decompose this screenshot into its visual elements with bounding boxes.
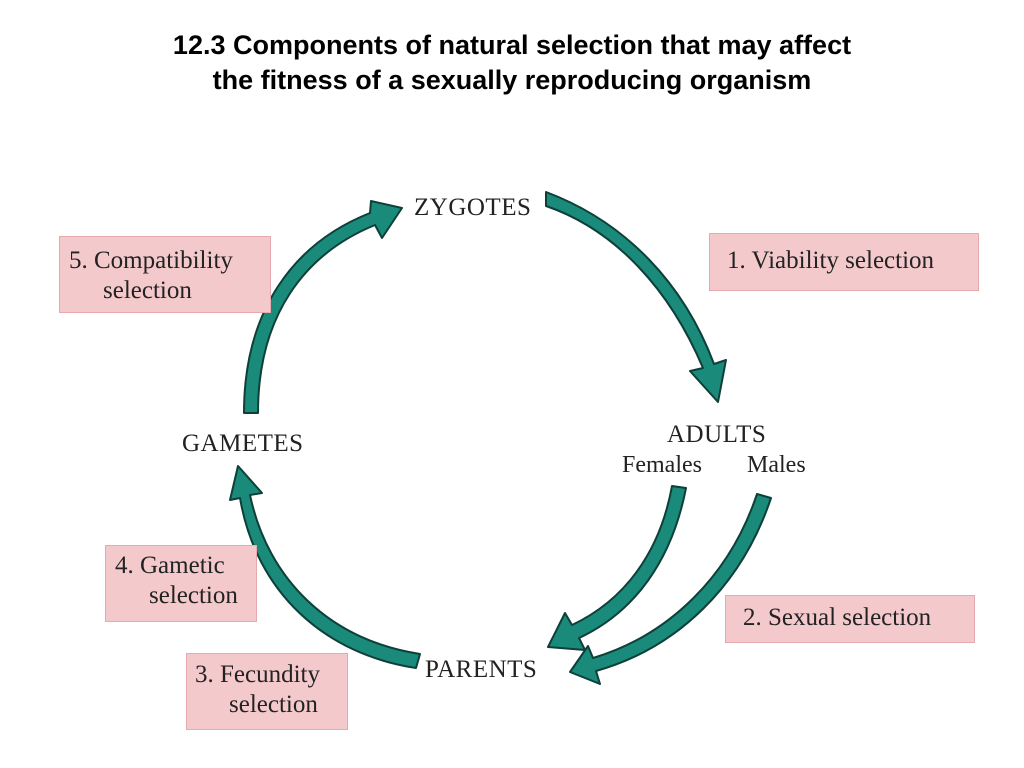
box-fecundity-selection: 3. Fecundity selection (186, 653, 348, 730)
node-adults-females: Females (622, 452, 702, 478)
gametic-selection-line1: 4. Gametic (115, 552, 225, 579)
arrow-males-to-parents (569, 493, 772, 685)
title-line-1: 12.3 Components of natural selection tha… (172, 30, 852, 60)
box-sexual-selection: 2. Sexual selection (725, 595, 975, 643)
node-zygotes: ZYGOTES (414, 194, 532, 221)
node-adults-males: Males (747, 452, 806, 478)
sexual-selection-label: 2. Sexual selection (743, 604, 932, 631)
node-gametes: GAMETES (182, 430, 304, 457)
compatibility-selection-line1: 5. Compatibility (69, 247, 233, 274)
arrow-gametes-to-zygotes (243, 200, 403, 414)
fecundity-selection-line1: 3. Fecundity (195, 661, 320, 688)
box-gametic-selection: 4. Gametic selection (105, 545, 257, 622)
fecundity-selection-line2: selection (229, 691, 318, 718)
compatibility-selection-line2: selection (103, 277, 192, 304)
box-compatibility-selection: 5. Compatibility selection (59, 236, 271, 313)
node-adults: ADULTS (667, 421, 767, 448)
viability-selection-label: 1. Viability selection (727, 247, 935, 274)
gametic-selection-line2: selection (149, 582, 238, 609)
arrow-zygotes-to-adults (545, 191, 727, 403)
box-viability-selection: 1. Viability selection (709, 233, 979, 291)
node-parents: PARENTS (425, 656, 538, 683)
page-title: 12.3 Components of natural selection tha… (0, 28, 1024, 98)
arrow-parents-to-gametes (229, 465, 421, 669)
title-line-2: the fitness of a sexually reproducing or… (212, 65, 812, 95)
